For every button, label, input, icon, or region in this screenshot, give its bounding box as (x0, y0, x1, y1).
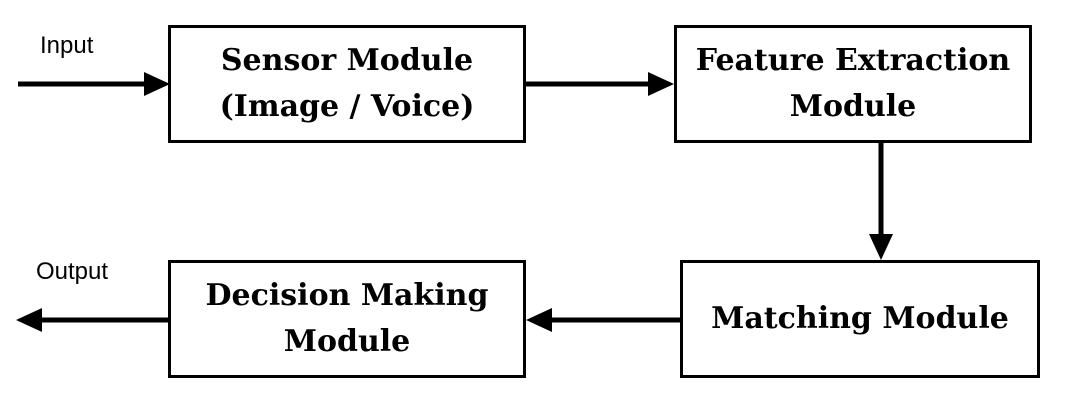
feature-extraction-subtitle: Module (789, 89, 917, 124)
arrow-feature-extraction-to-matching (869, 143, 893, 260)
feature-extraction-title: Feature Extraction (695, 43, 1011, 78)
arrow-input-to-sensor (18, 72, 170, 96)
output-label: Output (36, 258, 109, 285)
feature-extraction-module-box: Feature Extraction Module (674, 25, 1032, 143)
arrow-decision-to-output (16, 308, 170, 332)
sensor-module-subtitle: (Image / Voice) (219, 89, 475, 124)
matching-module-title: Matching Module (711, 301, 1009, 336)
decision-making-title: Decision Making (205, 278, 489, 313)
arrow-matching-to-decision (526, 308, 682, 332)
sensor-module-box: Sensor Module (Image / Voice) (168, 25, 526, 143)
sensor-module-title: Sensor Module (220, 43, 474, 78)
arrow-sensor-to-feature-extraction (524, 72, 674, 96)
input-label: Input (40, 32, 94, 59)
decision-making-module-box: Decision Making Module (168, 260, 526, 378)
matching-module-box: Matching Module (680, 260, 1040, 378)
decision-making-subtitle: Module (283, 324, 411, 359)
